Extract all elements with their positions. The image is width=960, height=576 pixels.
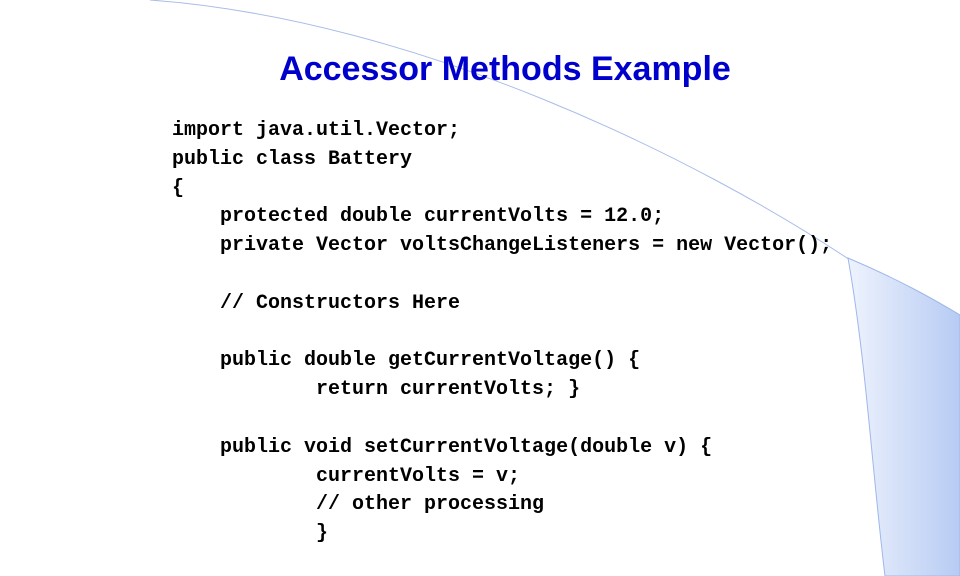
code-line — [172, 405, 832, 434]
code-line: import java.util.Vector; — [172, 119, 461, 142]
code-line: } — [172, 522, 329, 546]
code-line: // other processing — [172, 493, 545, 517]
code-line: protected double currentVolts = 12.0; — [172, 205, 665, 229]
arc-line — [149, 0, 960, 331]
code-block: import java.util.Vector; public class Bat… — [172, 117, 832, 549]
code-line: public class Battery — [172, 147, 413, 171]
slide-title: Accessor Methods Example — [279, 50, 731, 88]
code-line: private Vector voltsChangeListeners = ne… — [172, 234, 833, 258]
code-line — [172, 319, 832, 348]
code-line: // Constructors Here — [172, 291, 461, 315]
code-line: { — [172, 176, 185, 200]
code-line: public void setCurrentVoltage(double v) … — [172, 435, 713, 459]
code-line — [172, 261, 832, 290]
code-line: public double getCurrentVoltage() { — [172, 349, 641, 373]
code-line: return currentVolts; } — [172, 378, 581, 402]
code-line: currentVolts = v; — [172, 464, 521, 488]
swoosh-shape — [847, 257, 960, 576]
